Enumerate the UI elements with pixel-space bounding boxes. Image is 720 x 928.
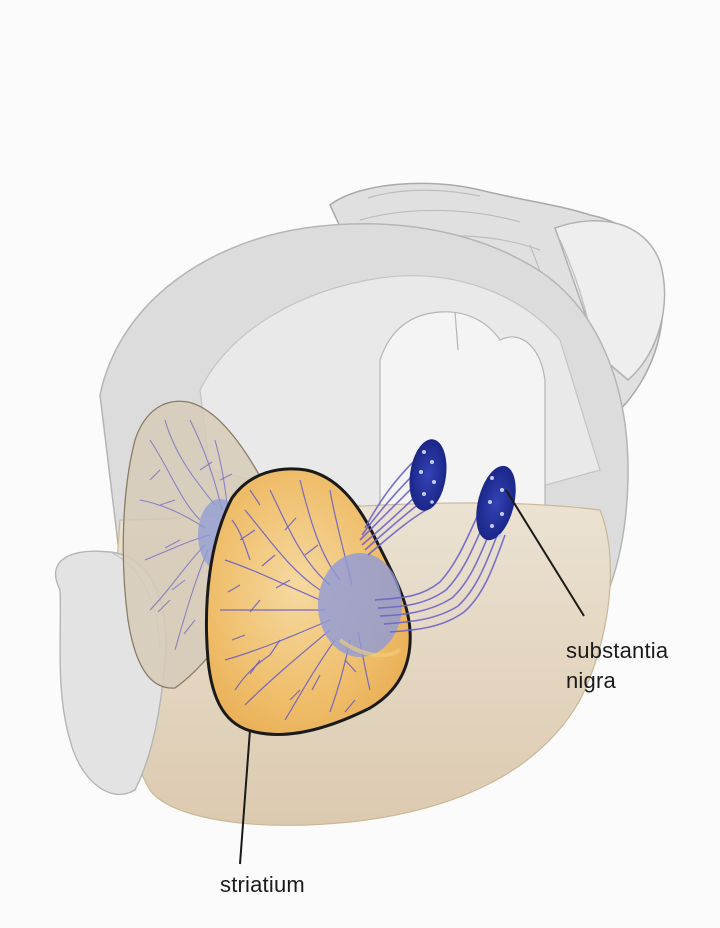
substantia-nigra-label-line2: nigra — [566, 666, 716, 696]
substantia-nigra-label-line1: substantia — [566, 636, 716, 666]
striatium-label: striatium — [220, 870, 370, 900]
substantia-nigra-label: substantia nigra — [566, 636, 716, 696]
